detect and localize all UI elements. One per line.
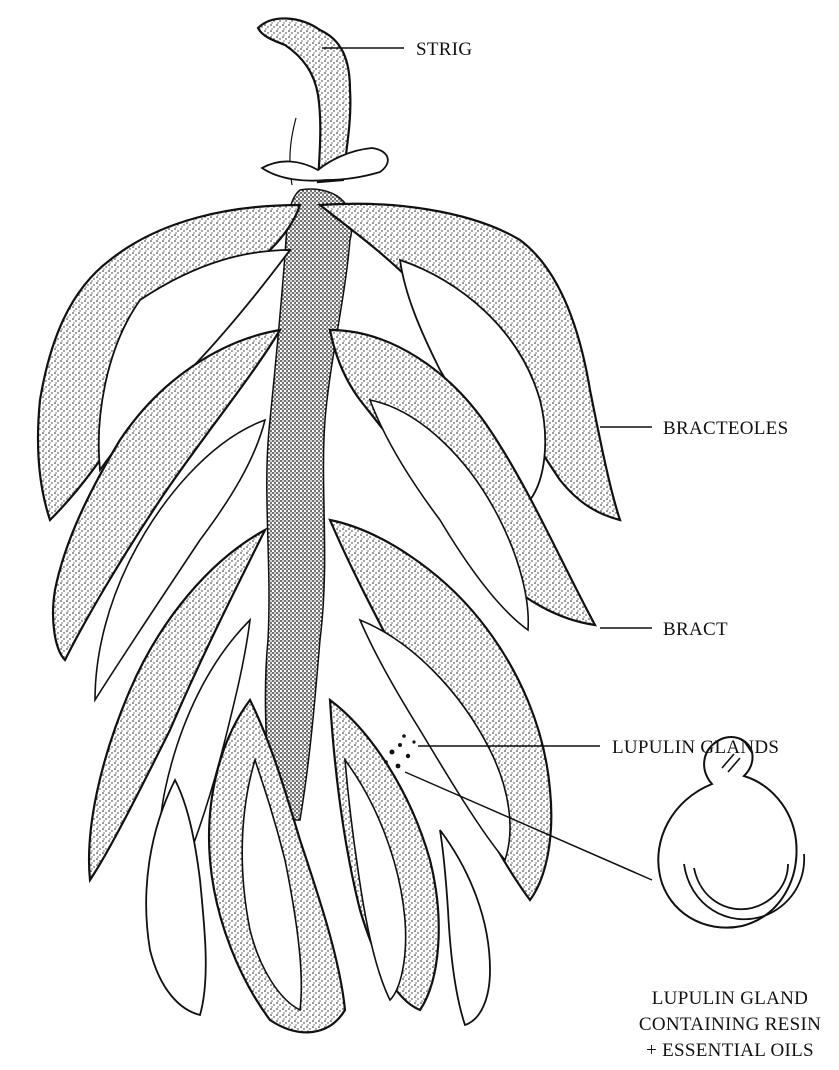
- strig-stem: [258, 18, 388, 185]
- caption-line-3: + ESSENTIAL OILS: [630, 1038, 830, 1064]
- caption-line-1: LUPULIN GLAND: [630, 986, 830, 1012]
- lupulin-gland-detail: [658, 737, 804, 928]
- lupulin-glands-label: LUPULIN GLANDS: [612, 738, 779, 757]
- strig-label: STRIG: [416, 40, 472, 59]
- bract-label: BRACT: [663, 620, 728, 639]
- caption-line-2: CONTAINING RESIN: [630, 1012, 830, 1038]
- lupulin-gland-caption: LUPULIN GLAND CONTAINING RESIN + ESSENTI…: [630, 986, 830, 1064]
- lupulin-gland-cluster: [384, 734, 415, 768]
- bracteoles-label: BRACTEOLES: [663, 419, 788, 438]
